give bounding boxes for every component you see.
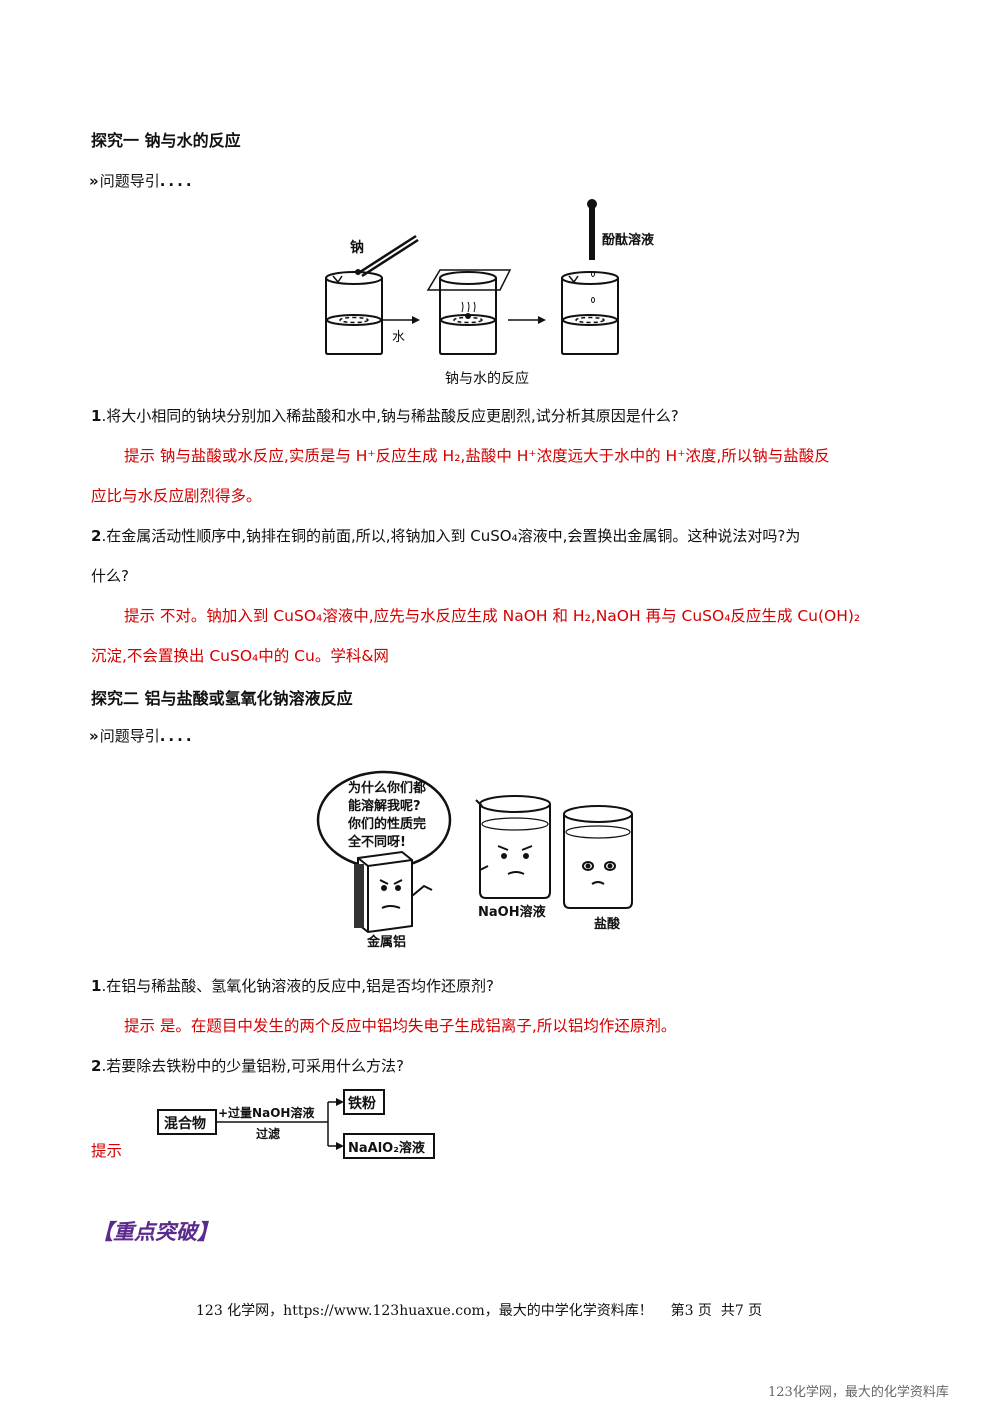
site-watermark: 123化学网，最大的化学资料库 [768,1385,949,1400]
flow-reagent: +过量NaOH溶液 [218,1105,314,1120]
section2-guide: »问题导引.... [89,727,195,745]
s1-answer-1-line1: 提示 钠与盐酸或水反应,实质是与 H⁺反应生成 H₂,盐酸中 H⁺浓度远大于水中… [124,447,830,465]
page-footer: 123 化学网，https://www.123huaxue.com，最大的中学化… [196,1303,763,1319]
label-water: 水 [392,330,405,345]
bubble-line-1: 为什么你们都 [348,780,426,796]
aluminum-cartoon: 为什么你们都 能溶解我呢? 你们的性质完 全不同呀! 金属铝 NaOH溶液 [316,770,633,950]
flow-operation: 过滤 [256,1126,280,1141]
s2-answer-2-label: 提示 [91,1142,123,1160]
s2-question-1: 1.在铝与稀盐酸、氢氧化钠溶液的反应中,铝是否均作还原剂? [91,977,494,995]
sodium-ball-icon [465,313,471,319]
s1-answer-1-line2: 应比与水反应剧烈得多。 [91,487,262,505]
bubble-line-2: 能溶解我呢? [348,798,421,814]
naoh-beaker-icon [475,795,551,899]
separation-flow-diagram: 混合物 +过量NaOH溶液 过滤 铁粉 NaAlO₂溶液 [157,1089,435,1159]
bubble-line-3: 你们的性质完 [347,816,426,832]
beaker-2 [426,269,512,355]
s1-question-2-line2: 什么? [91,567,129,585]
label-naoh: NaOH溶液 [478,904,546,920]
aluminum-block-icon [354,850,433,934]
naalo2-box [343,1133,435,1159]
s1-question-2: 2.在金属活动性顺序中,钠排在铜的前面,所以,将钠加入到 CuSO₄溶液中,会置… [91,527,801,545]
beaker-3 [561,271,619,355]
label-aluminum: 金属铝 [366,934,406,950]
double-chevron-icon: » [89,172,99,190]
flow-product-naalo2: NaAlO₂溶液 [348,1140,425,1156]
beaker-1 [325,271,383,355]
s2-answer-1: 提示 是。在题目中发生的两个反应中铝均失电子生成铝离子,所以铝均作还原剂。 [124,1017,677,1035]
s1-answer-2-line1: 提示 不对。钠加入到 CuSO₄溶液中,应先与水反应生成 NaOH 和 H₂,N… [124,607,861,625]
sodium-water-figure: 钠 水 酚酞溶液 [325,199,654,355]
figure-caption: 钠与水的反应 [445,371,529,387]
dropper-icon [587,199,597,303]
svg-text:为什么你们都 能溶解我呢? 你们的性: 为什么你们都 能溶解我呢? 你们的性质完 全不同呀! [347,780,431,850]
label-hcl: 盐酸 [594,916,621,932]
guide-dots: .... [159,172,195,190]
flow-product-iron: 铁粉 [348,1095,376,1112]
s2-question-2: 2.若要除去铁粉中的少量铝粉,可采用什么方法? [91,1057,404,1075]
section1-title: 探究一 钠与水的反应 [91,131,241,150]
hcl-beaker-icon [563,805,633,909]
focus-heading: 【重点突破】 [92,1220,218,1244]
double-chevron-icon: » [89,727,99,745]
section1-guide: »问题导引.... [89,172,195,190]
guide-dots: .... [159,727,195,745]
arrow-to-iron-icon [336,1098,344,1106]
sodium-piece-icon [355,269,361,275]
label-sodium: 钠 [350,239,364,256]
s1-question-1: 1.将大小相同的钠块分别加入稀盐酸和水中,钠与稀盐酸反应更剧烈,试分析其原因是什… [91,407,679,425]
tweezers-icon [359,234,419,278]
label-phenolphthalein: 酚酞溶液 [602,232,654,248]
iron-box [343,1089,385,1115]
flow-mixture: 混合物 [164,1115,206,1132]
mixture-box [157,1109,217,1135]
section2-title: 探究二 铝与盐酸或氢氧化钠溶液反应 [91,689,353,708]
arrow-to-naalo2-icon [336,1142,344,1150]
bubble-line-4: 全不同呀! [347,834,406,850]
s1-answer-2-line2: 沉淀,不会置换出 CuSO₄中的 Cu。学科&网 [91,647,389,665]
